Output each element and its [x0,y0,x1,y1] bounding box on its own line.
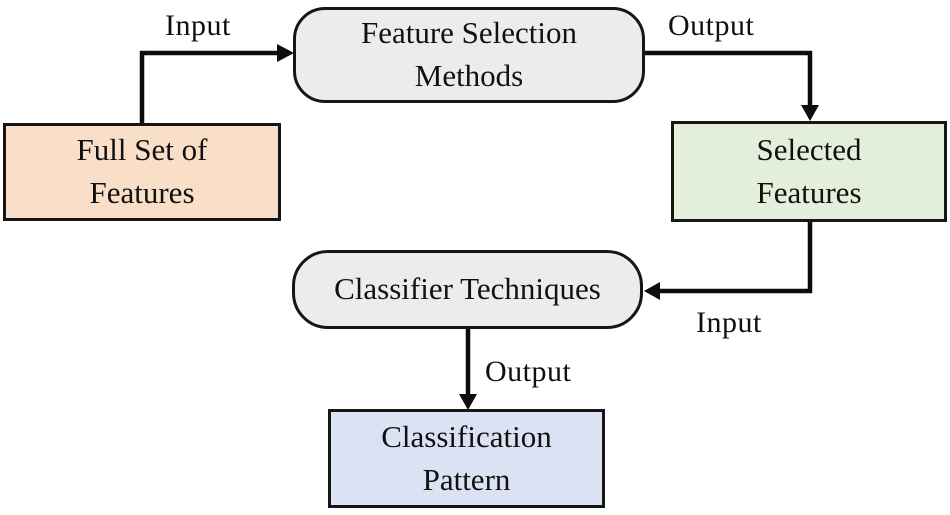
edge-label-output-bottom: Output [485,355,572,388]
node-classification-pattern: Classification Pattern [328,409,605,508]
arrow-selected-to-classifier [644,222,813,300]
edge-label-input-top: Input [165,9,231,42]
edge-label-output-top: Output [668,9,755,42]
arrow-full-set-to-feature-selection [139,44,294,123]
arrow-feature-selection-to-selected [645,50,819,121]
node-feature-selection-methods: Feature Selection Methods [293,7,645,103]
node-selected-features: Selected Features [671,121,947,222]
node-classifier-techniques: Classifier Techniques [292,250,643,329]
arrow-classifier-to-classification [459,329,477,410]
edge-label-input-right: Input [696,306,762,339]
node-full-set-of-features: Full Set of Features [3,123,281,221]
